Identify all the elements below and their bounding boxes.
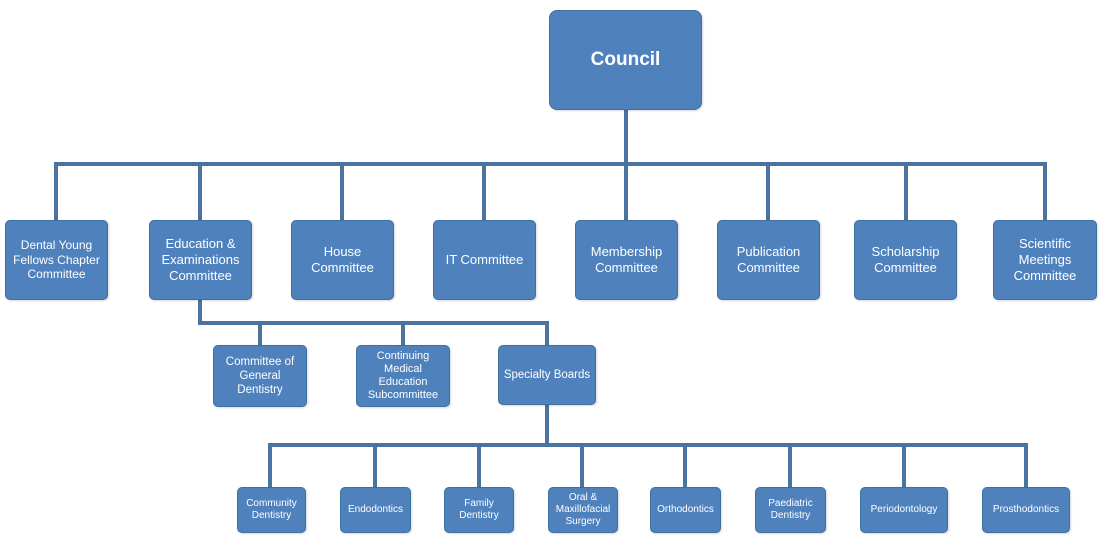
paediatric-dentistry-node: Paediatric Dentistry xyxy=(755,487,826,533)
family-dentistry-node: Family Dentistry xyxy=(444,487,514,533)
house-committee-node: House Committee xyxy=(291,220,394,300)
node-label-line: Dentistry xyxy=(251,510,292,521)
dental-young-fellows-committee-node: Dental Young Fellows Chapter Committee xyxy=(5,220,108,300)
education-examinations-committee-node: Education & Examinations Committee xyxy=(149,220,252,300)
membership-committee-node: Membership Committee xyxy=(575,220,678,300)
node-label-line: Committee of xyxy=(225,355,295,368)
node-label-line: Committee xyxy=(1013,267,1077,283)
node-label-line: IT Committee xyxy=(445,252,524,268)
node-label-line: Membership xyxy=(590,244,663,260)
periodontology-node: Periodontology xyxy=(860,487,948,533)
endodontics-node: Endodontics xyxy=(340,487,411,533)
node-label-line: Medical xyxy=(384,362,422,375)
specialty-boards-node: Specialty Boards xyxy=(498,345,596,405)
node-label-line: Orthodontics xyxy=(657,503,714,515)
node-label-line: Meetings xyxy=(1018,252,1072,268)
scholarship-committee-node: Scholarship Committee xyxy=(854,220,957,300)
node-label-line: Dental Young xyxy=(20,238,93,253)
oral-maxillofacial-surgery-node: Oral & Maxillofacial Surgery xyxy=(548,487,618,533)
general-dentistry-committee-node: Committee of General Dentistry xyxy=(213,345,307,407)
node-label-line: Dentistry xyxy=(459,510,499,521)
node-label-line: Fellows Chapter xyxy=(13,252,100,267)
node-label-line: Education xyxy=(378,376,428,388)
council-node: Council xyxy=(549,10,702,110)
node-label-line: Examinations xyxy=(161,252,240,268)
node-label-line: Scholarship xyxy=(871,244,940,260)
node-label-line: Periodontology xyxy=(870,503,938,515)
cme-subcommittee-node: Continuing Medical Education Subcommitte… xyxy=(356,345,450,407)
it-committee-node: IT Committee xyxy=(433,220,536,300)
node-label-line: Dentistry xyxy=(237,384,283,396)
node-label-line: House xyxy=(323,244,362,260)
node-label-line: Paediatric xyxy=(768,497,813,509)
node-label-line: Subcommittee xyxy=(367,389,439,402)
node-label-line: Specialty Boards xyxy=(503,368,591,381)
node-label-line: Prosthodontics xyxy=(992,503,1060,515)
node-label-line: Endodontics xyxy=(347,503,404,515)
node-label-line: Education & xyxy=(165,236,236,252)
prosthodontics-node: Prosthodontics xyxy=(982,487,1070,533)
node-label-line: Scientific xyxy=(1018,236,1071,252)
community-dentistry-node: Community Dentistry xyxy=(237,487,306,533)
scientific-meetings-committee-node: Scientific Meetings Committee xyxy=(993,220,1097,300)
node-label-line: Committee xyxy=(311,260,374,275)
council-label: Council xyxy=(590,49,661,71)
node-label-line: Surgery xyxy=(565,516,601,528)
node-label-line: Publication xyxy=(736,244,801,260)
orthodontics-node: Orthodontics xyxy=(650,487,721,533)
node-label-line: General xyxy=(239,369,281,382)
node-label-line: Committee xyxy=(737,260,800,275)
node-label-line: Maxillofacial xyxy=(555,503,611,515)
node-label-line: Community xyxy=(246,497,297,509)
node-label-line: Continuing xyxy=(376,349,430,362)
node-label-line: Committee xyxy=(595,260,658,275)
node-label-line: Committee xyxy=(169,267,232,283)
node-label-line: Committee xyxy=(874,260,937,275)
publication-committee-node: Publication Committee xyxy=(717,220,820,300)
node-label-line: Family xyxy=(464,497,494,509)
node-label-line: Committee xyxy=(27,267,86,282)
node-label-line: Oral & xyxy=(568,491,598,503)
node-label-line: Dentistry xyxy=(770,510,811,521)
